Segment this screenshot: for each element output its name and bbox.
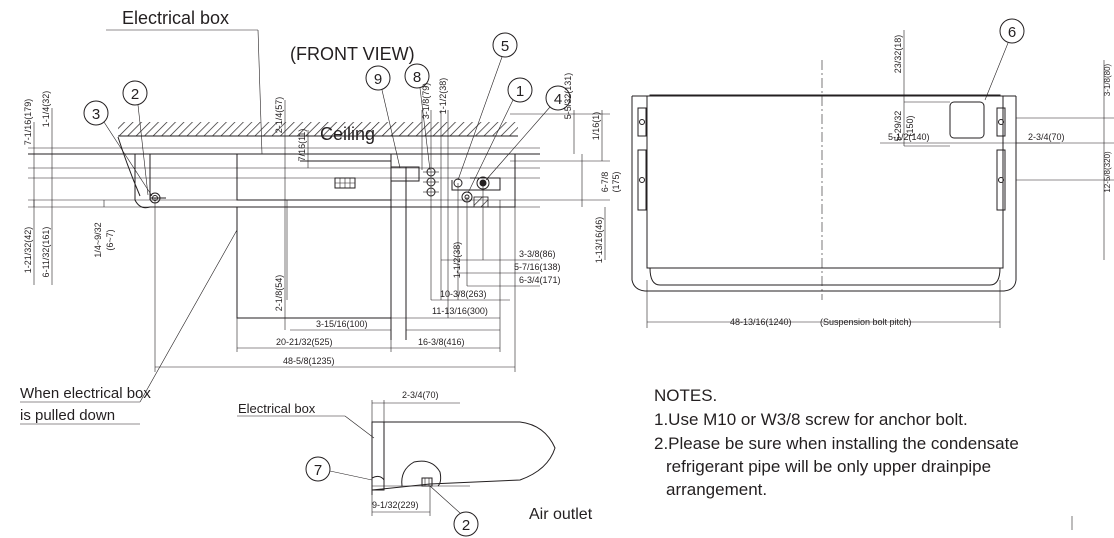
dim-6-7: (6~7) xyxy=(105,229,115,250)
dim-2-1-4: 2-1/4(57) xyxy=(274,97,284,134)
electrical-box-label: Electrical box xyxy=(122,8,229,28)
dim-16-3-8: 16-3/8(416) xyxy=(418,337,465,347)
dim-48-13-16: 48-13/16(1240) xyxy=(730,317,792,327)
callout-5: 5 xyxy=(501,38,509,55)
note-line-4: arrangement. xyxy=(666,480,767,499)
dim-9-1-32: 9-1/32(229) xyxy=(372,500,419,510)
dim-10-3-8: 10-3/8(263) xyxy=(440,289,487,299)
electrical-box-side-label: Electrical box xyxy=(238,401,316,416)
dim-1-4-9-32: 1/4~9/32 xyxy=(93,222,103,257)
dim-6-7-8: 6-7/8 xyxy=(600,172,610,193)
dim-48-5-8: 48-5/8(1235) xyxy=(283,356,335,366)
callout-3: 3 xyxy=(92,106,100,123)
callout-8: 8 xyxy=(413,69,421,86)
note-line-1: 1.Use M10 or W3/8 screw for anchor bolt. xyxy=(654,410,968,429)
dim-5-7-16: 5-7/16(138) xyxy=(514,262,561,272)
notes-title: NOTES. xyxy=(654,386,717,405)
component-6-box xyxy=(949,101,985,139)
dim-5-5-32: 5-5/32(131) xyxy=(563,73,573,120)
ceiling-label: Ceiling xyxy=(320,124,375,144)
dim-1-16: 1/16(1) xyxy=(591,112,601,141)
note-line-2: 2.Please be sure when installing the con… xyxy=(654,434,1019,453)
dim-5-1-2: 5-1/2(140) xyxy=(888,132,930,142)
callout-7: 7 xyxy=(314,462,322,479)
dim-23-32: 23/32(18) xyxy=(893,35,903,74)
dim-20-21-32: 20-21/32(525) xyxy=(276,337,333,347)
dim-1-1-2-top: 1-1/2(38) xyxy=(438,78,448,115)
dim-7-1-16: 7-1/16(179) xyxy=(23,99,33,146)
pulled-down-label-1: When electrical box xyxy=(20,385,151,402)
ceiling-hatch xyxy=(118,122,518,136)
dim-6-3-4: 6-3/4(171) xyxy=(519,275,561,285)
dim-175: (175) xyxy=(611,171,621,192)
dim-1-1-4: 1-1/4(32) xyxy=(41,91,51,128)
dim-5-29-32: 5-29/32 xyxy=(893,111,903,142)
dim-7-16: 7/16(11) xyxy=(297,129,307,162)
top-view xyxy=(631,30,1114,328)
dim-3-3-8: 3-3/8(86) xyxy=(519,249,556,259)
front-view-title: (FRONT VIEW) xyxy=(290,44,415,64)
suspension-pitch-label: (Suspension bolt pitch) xyxy=(820,317,912,327)
dim-3-1-8: 3-1/8(79) xyxy=(421,83,431,120)
dim-150: (150) xyxy=(905,115,915,136)
vertical-dimensions: 7-1/16(179) 1-1/4(32) 1-21/32(42) 6-11/3… xyxy=(23,73,621,312)
dim-12-5-8: 12-5/8(320) xyxy=(1103,151,1112,193)
dim-6-11-32: 6-11/32(161) xyxy=(41,227,51,278)
dim-1-13-16: 1-13/16(46) xyxy=(594,217,604,264)
horizontal-dimensions: 3-3/8(86) 5-7/16(138) 6-3/4(171) 10-3/8(… xyxy=(276,249,561,366)
notes: NOTES. 1.Use M10 or W3/8 screw for ancho… xyxy=(654,386,1019,499)
callouts: 2 3 8 9 5 1 4 6 7 2 xyxy=(83,18,1025,537)
dim-1-1-2-bottom: 1-1/2(38) xyxy=(452,242,462,279)
callout-1: 1 xyxy=(516,83,524,100)
pulled-down-label-2: is pulled down xyxy=(20,407,115,424)
callout-2-bottom: 2 xyxy=(462,517,470,534)
electrical-box-pulled-down xyxy=(236,206,392,319)
callout-9: 9 xyxy=(374,71,382,88)
callout-6: 6 xyxy=(1008,24,1016,41)
dim-1-21-32: 1-21/32(42) xyxy=(23,227,33,274)
side-view xyxy=(237,400,556,516)
callout-4: 4 xyxy=(554,91,562,108)
dim-2-1-8: 2-1/8(54) xyxy=(274,275,284,312)
dim-3-15-16: 3-15/16(100) xyxy=(316,319,368,329)
air-outlet-label: Air outlet xyxy=(529,506,593,523)
dim-11-13-16: 11-13/16(300) xyxy=(432,306,488,316)
dim-right-2-3-4: 2-3/4(70) xyxy=(1028,132,1065,142)
callout-2: 2 xyxy=(131,86,139,103)
note-line-3: refrigerant pipe will be only upper drai… xyxy=(666,457,991,476)
dim-3-1-8-right: 3-1/8(80) xyxy=(1103,63,1112,96)
front-view xyxy=(20,29,610,425)
drain-hatch xyxy=(473,196,489,208)
dim-side-2-3-4: 2-3/4(70) xyxy=(402,390,439,400)
